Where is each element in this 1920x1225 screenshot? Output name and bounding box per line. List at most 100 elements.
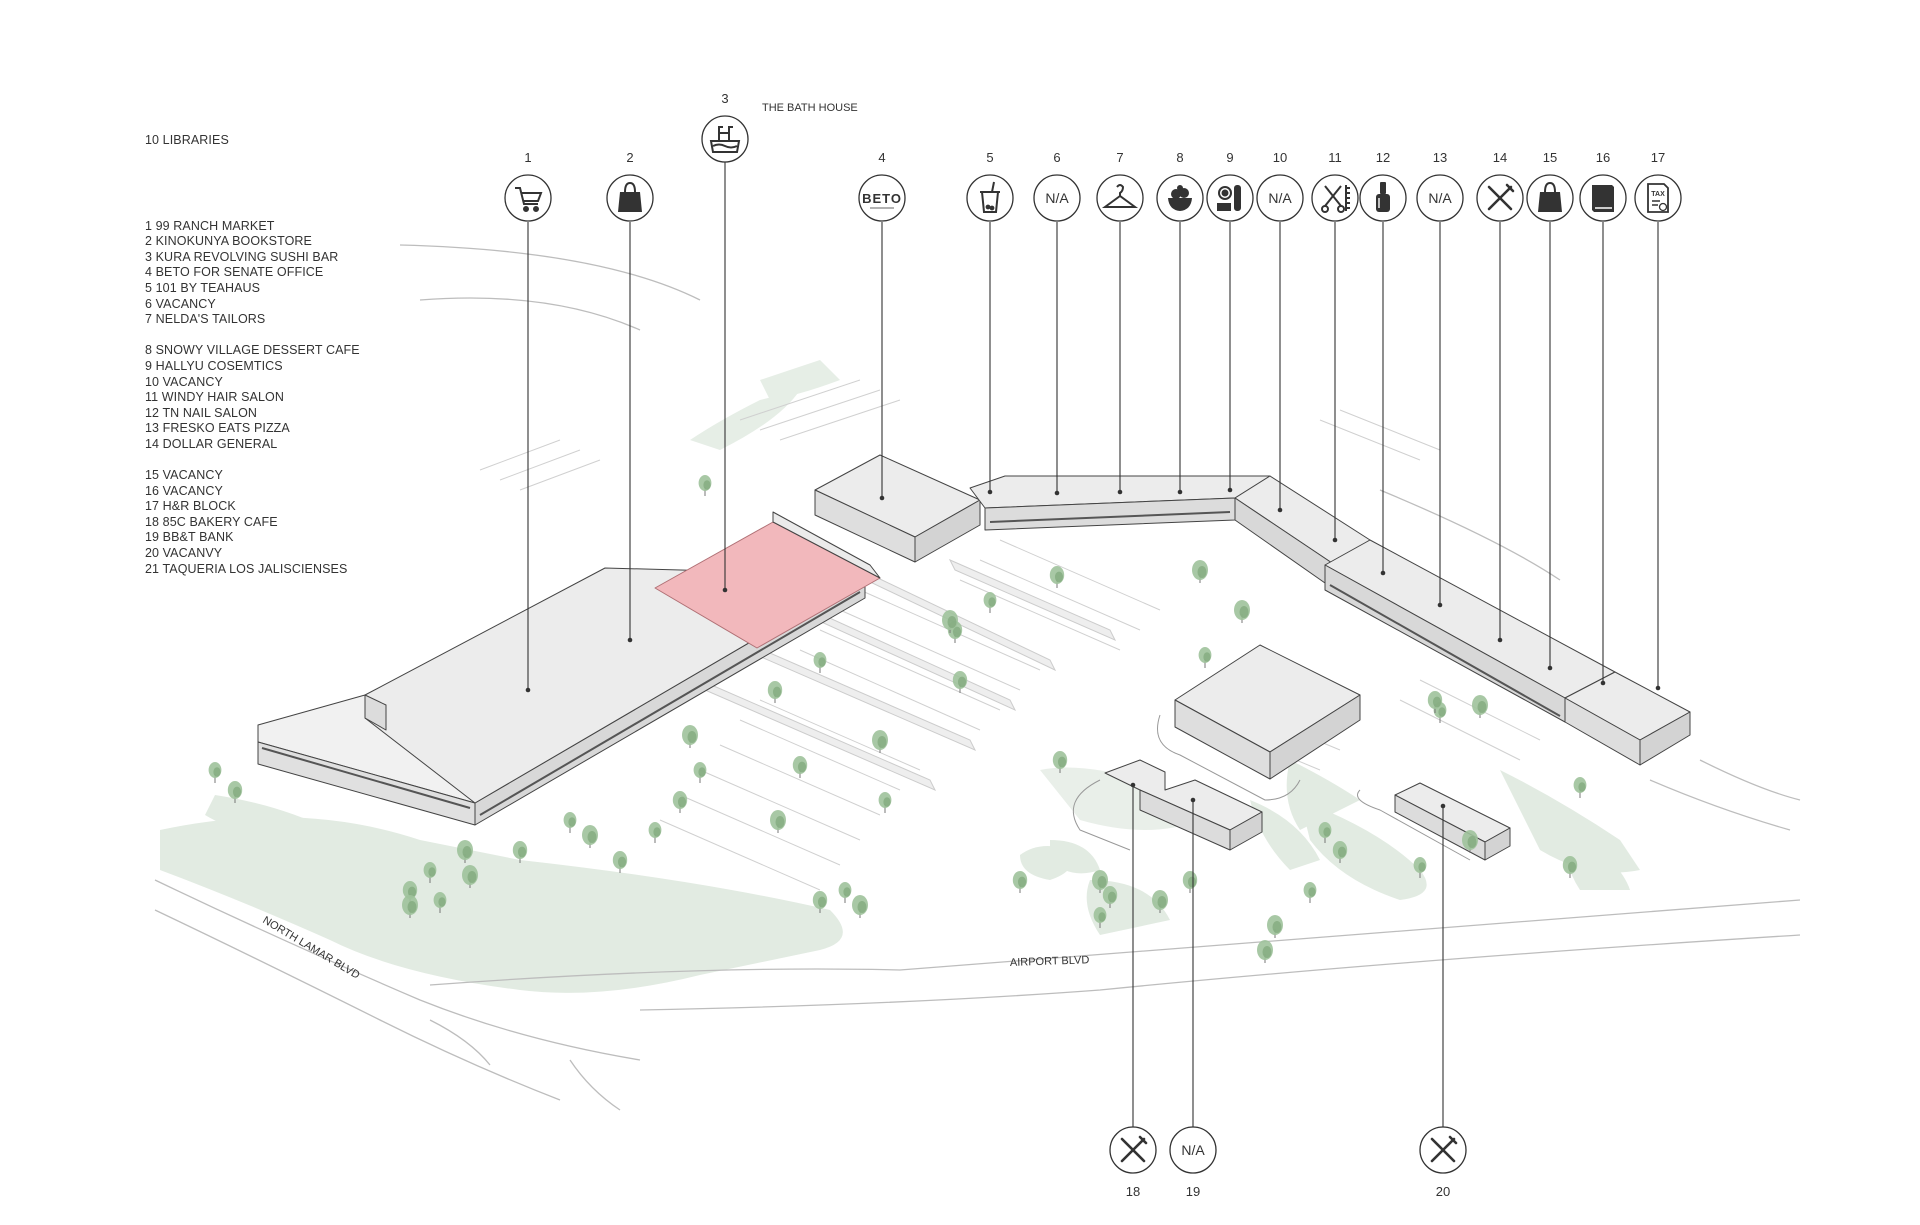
bubble-tea-icon bbox=[980, 181, 1000, 213]
tree bbox=[457, 840, 473, 863]
legend-group-3: 15 VACANCY 16 VACANCY 17 H&R BLOCK 18 85… bbox=[145, 468, 360, 577]
tree bbox=[462, 865, 478, 888]
vacancy-icon: N/A bbox=[1045, 190, 1069, 206]
legend-item: 13 FRESKO EATS PIZZA bbox=[145, 421, 290, 436]
tree bbox=[1318, 822, 1332, 843]
callout-endpoints bbox=[525, 487, 1661, 809]
building-beto bbox=[814, 454, 981, 563]
tenant-legend: 10 LIBRARIES 1 99 RANCH MARKET 2 KINOKUN… bbox=[145, 133, 360, 577]
marker-15: 15 bbox=[1526, 150, 1574, 222]
tree bbox=[563, 812, 577, 833]
dessert-icon bbox=[1168, 185, 1192, 211]
marker-number: 12 bbox=[1376, 150, 1390, 165]
tree bbox=[1257, 940, 1273, 963]
legend-group-1: 1 99 RANCH MARKET 2 KINOKUNYA BOOKSTORE … bbox=[145, 219, 360, 328]
legend-item: 8 SNOWY VILLAGE DESSERT CAFE bbox=[145, 343, 360, 358]
road-label-bottom: AIRPORT BLVD bbox=[1010, 954, 1090, 969]
tree bbox=[433, 892, 447, 913]
marker-3-bath-house: 3 THE BATH HOUSE bbox=[701, 91, 858, 163]
legend-item: 11 WINDY HAIR SALON bbox=[145, 390, 284, 405]
tree bbox=[672, 791, 688, 813]
tree bbox=[1413, 857, 1427, 878]
legend-item: 7 NELDA'S TAILORS bbox=[145, 312, 266, 327]
legend-item: 18 85C BAKERY CAFE bbox=[145, 514, 278, 529]
building-bath-house-highlight bbox=[654, 511, 881, 649]
ground-layer: NORTH LAMAR BLVD AIRPORT BLVD bbox=[154, 244, 1801, 1111]
tree bbox=[838, 882, 852, 903]
legend-item: 6 VACANCY bbox=[145, 296, 216, 311]
tree bbox=[227, 781, 243, 803]
legend-item: 14 DOLLAR GENERAL bbox=[145, 436, 278, 451]
tree bbox=[983, 592, 997, 613]
marker-number: 13 bbox=[1433, 150, 1447, 165]
tax-document-icon: TAX bbox=[1647, 183, 1669, 213]
marker-2: 2 bbox=[606, 150, 654, 222]
tree bbox=[693, 762, 707, 783]
legend-item: 17 H&R BLOCK bbox=[145, 499, 236, 514]
tree bbox=[208, 762, 222, 783]
marker-18: 18 bbox=[1109, 1126, 1157, 1199]
marker-number: 9 bbox=[1226, 150, 1233, 165]
hanger-icon bbox=[1101, 184, 1139, 208]
tree bbox=[1049, 566, 1065, 588]
legend-item: 19 BB&T BANK bbox=[145, 530, 234, 545]
marker-number: 2 bbox=[626, 150, 633, 165]
legend-group-2: 8 SNOWY VILLAGE DESSERT CAFE 9 HALLYU CO… bbox=[145, 343, 360, 452]
vacancy-icon: N/A bbox=[1181, 1142, 1205, 1158]
tree bbox=[1052, 751, 1068, 773]
tree bbox=[1182, 871, 1198, 893]
shopping-bag-icon bbox=[618, 181, 642, 212]
vacancy-icon: N/A bbox=[1428, 190, 1452, 206]
tree bbox=[1152, 890, 1168, 913]
tree bbox=[402, 881, 418, 903]
scissors-comb-icon bbox=[1321, 185, 1350, 213]
cosmetics-icon bbox=[1217, 185, 1241, 211]
marker-14: 14 bbox=[1476, 150, 1524, 222]
marker-7: 7 bbox=[1096, 150, 1144, 222]
legend-item: 5 101 BY TEAHAUS bbox=[145, 280, 261, 295]
tree bbox=[1092, 870, 1108, 893]
beto-logo-icon: BETO bbox=[862, 191, 902, 209]
tree bbox=[942, 610, 958, 633]
fork-knife-icon bbox=[1487, 183, 1515, 211]
tree bbox=[872, 730, 888, 753]
marker-20: 20 bbox=[1419, 1126, 1467, 1199]
cart-icon bbox=[515, 187, 543, 212]
tree bbox=[1303, 882, 1317, 903]
marker-16: 16 bbox=[1579, 150, 1627, 222]
legend-item: 15 VACANCY bbox=[145, 468, 223, 483]
legend-heading: 10 LIBRARIES bbox=[145, 133, 229, 147]
marker-number: 11 bbox=[1328, 150, 1342, 165]
marker-number: 15 bbox=[1543, 150, 1557, 165]
marker-8: 8 bbox=[1156, 150, 1204, 222]
tree bbox=[878, 792, 892, 813]
fork-knife-icon bbox=[1120, 1135, 1148, 1163]
tree bbox=[952, 671, 968, 693]
tree bbox=[792, 756, 808, 778]
book-icon bbox=[1592, 185, 1614, 212]
tree bbox=[698, 475, 712, 496]
trees-layer bbox=[208, 475, 1587, 963]
tree bbox=[767, 681, 783, 703]
tax-label: TAX bbox=[1651, 191, 1665, 198]
tree bbox=[423, 862, 437, 883]
marker-9: 9 bbox=[1206, 150, 1254, 222]
marker-6: 6 N/A bbox=[1033, 150, 1081, 222]
fork-knife-icon bbox=[1430, 1135, 1458, 1163]
tree bbox=[770, 810, 786, 833]
marker-number: 10 bbox=[1273, 150, 1287, 165]
legend-item: 21 TAQUERIA LOS JALISCIENSES bbox=[145, 561, 348, 576]
marker-13: 13 N/A bbox=[1416, 150, 1464, 222]
marker-number: 19 bbox=[1186, 1184, 1200, 1199]
pool-icon bbox=[709, 126, 741, 153]
marker-5: 5 bbox=[966, 150, 1014, 222]
marker-number: 18 bbox=[1126, 1184, 1140, 1199]
legend-item: 16 VACANCY bbox=[145, 483, 223, 498]
beto-logo-text: BETO bbox=[862, 191, 902, 206]
tree bbox=[1192, 560, 1208, 583]
marker-10: 10 N/A bbox=[1256, 150, 1304, 222]
building-center bbox=[1157, 644, 1361, 801]
tree bbox=[512, 841, 528, 863]
building-bakery-bank bbox=[1072, 759, 1263, 851]
